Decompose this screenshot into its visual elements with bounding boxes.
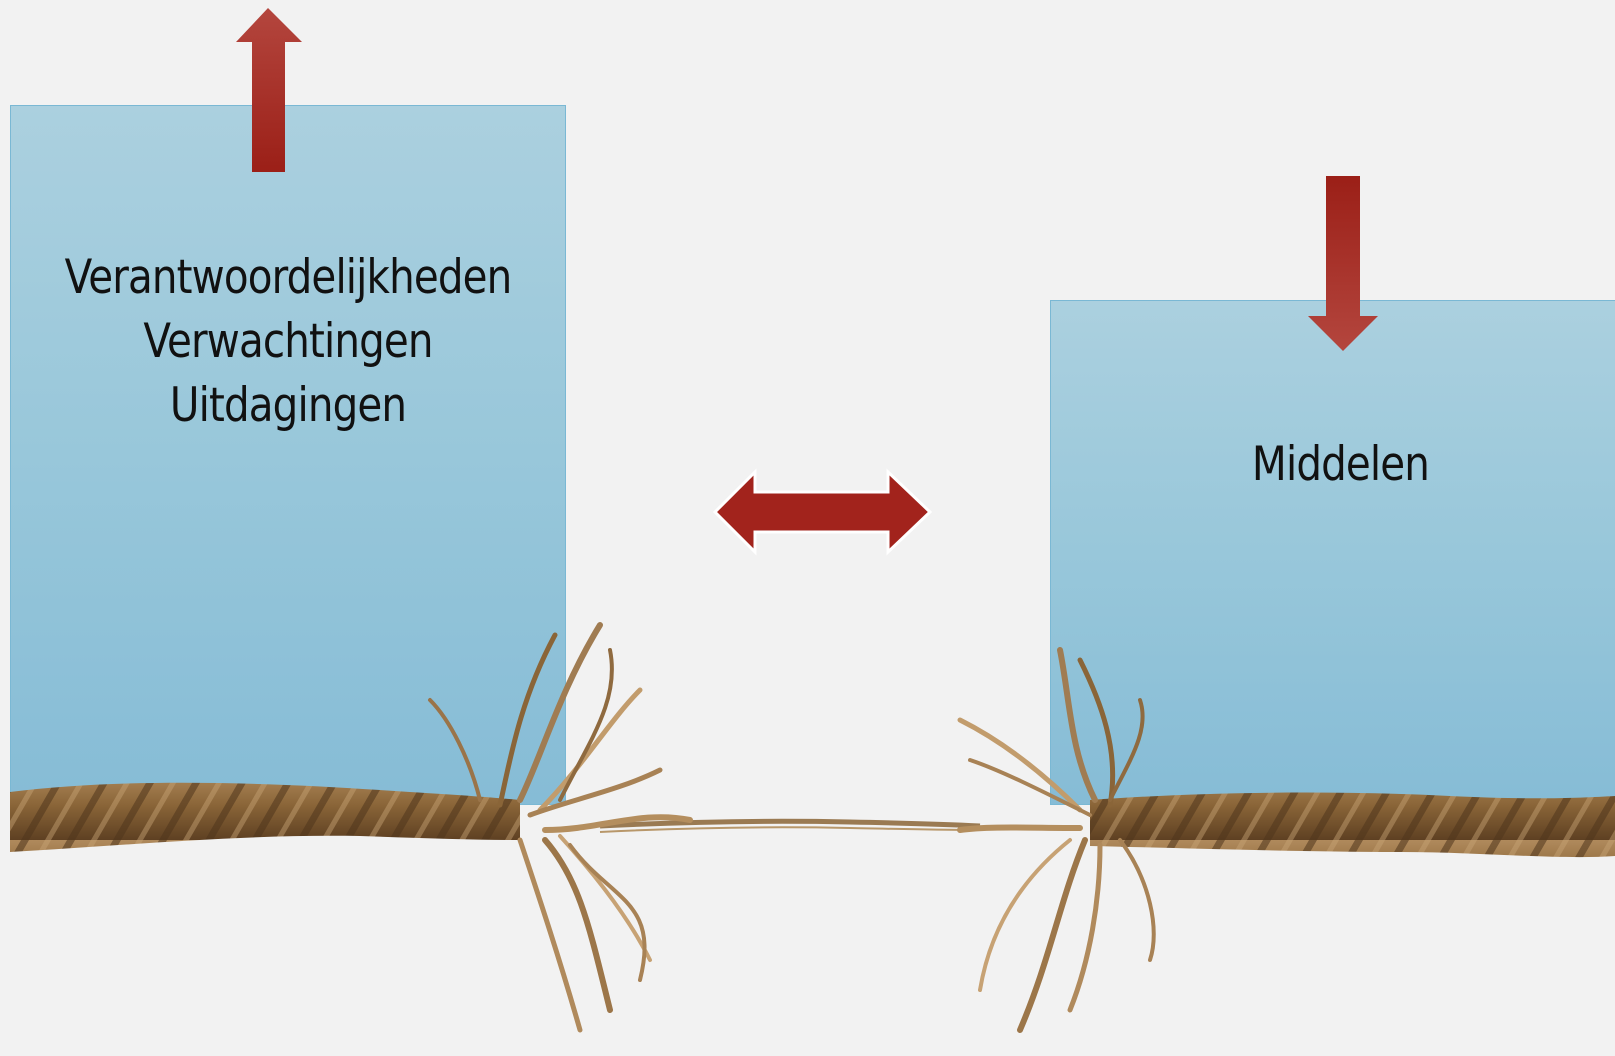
arrow-down-icon: [1308, 176, 1378, 351]
resources-box: Middelen: [1050, 300, 1615, 805]
resources-label: Middelen: [1251, 437, 1430, 492]
responsibilities-text: Verantwoordelijkheden Verwachtingen Uitd…: [50, 246, 526, 438]
line-challenges: Uitdagingen: [169, 378, 407, 433]
frayed-rope-icon: [10, 622, 1615, 1033]
line-responsibilities: Verantwoordelijkheden: [64, 250, 513, 305]
line-expectations: Verwachtingen: [143, 314, 433, 369]
arrow-up-icon: [236, 8, 302, 172]
arrow-left-right-icon: [712, 468, 933, 556]
responsibilities-box: Verantwoordelijkheden Verwachtingen Uitd…: [10, 105, 566, 805]
